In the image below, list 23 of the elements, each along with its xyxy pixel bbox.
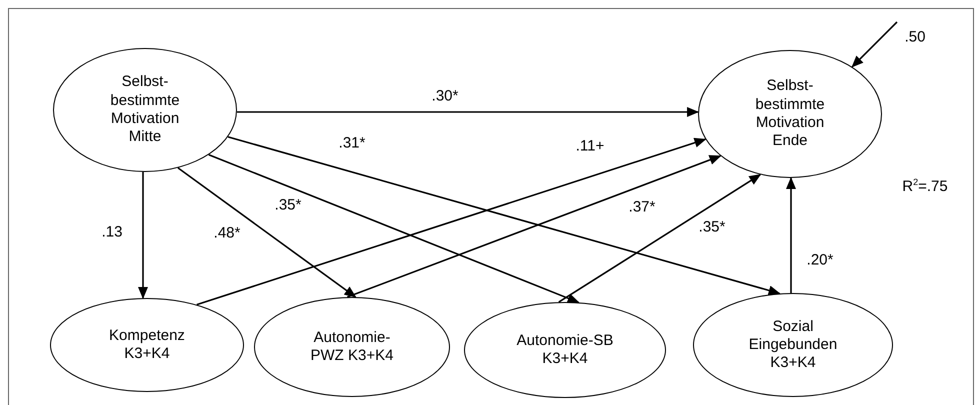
- node-label: Sozial Eingebunden K3+K4: [748, 318, 838, 372]
- node-label: Selbst- bestimmte Motivation Mitte: [109, 73, 181, 147]
- ellipse-node: [693, 293, 893, 397]
- arrow: [786, 177, 796, 293]
- arrow: [228, 136, 781, 296]
- ellipse-node: [698, 50, 882, 178]
- node-label: Selbst- bestimmte Motivation Ende: [754, 77, 826, 151]
- node-label: Autonomie-SB K3+K4: [516, 332, 614, 368]
- ellipse-node: [464, 302, 666, 398]
- ellipse-node: [53, 48, 237, 172]
- fit-statistic: R$^{2}$=.75: [902, 178, 948, 194]
- node-label: Kompetenz K3+K4: [108, 326, 186, 364]
- node-label: Autonomie- PWZ K3+K4: [310, 328, 394, 366]
- arrow: [138, 172, 148, 300]
- arrow: [236, 107, 700, 117]
- arrow: [851, 21, 898, 68]
- arrow: [346, 155, 722, 298]
- arrow: [558, 174, 762, 303]
- arrow: [208, 154, 580, 304]
- ellipse-node: [254, 297, 450, 397]
- arrow: [178, 167, 356, 298]
- arrow: [196, 138, 706, 306]
- ellipse-node: [50, 298, 244, 392]
